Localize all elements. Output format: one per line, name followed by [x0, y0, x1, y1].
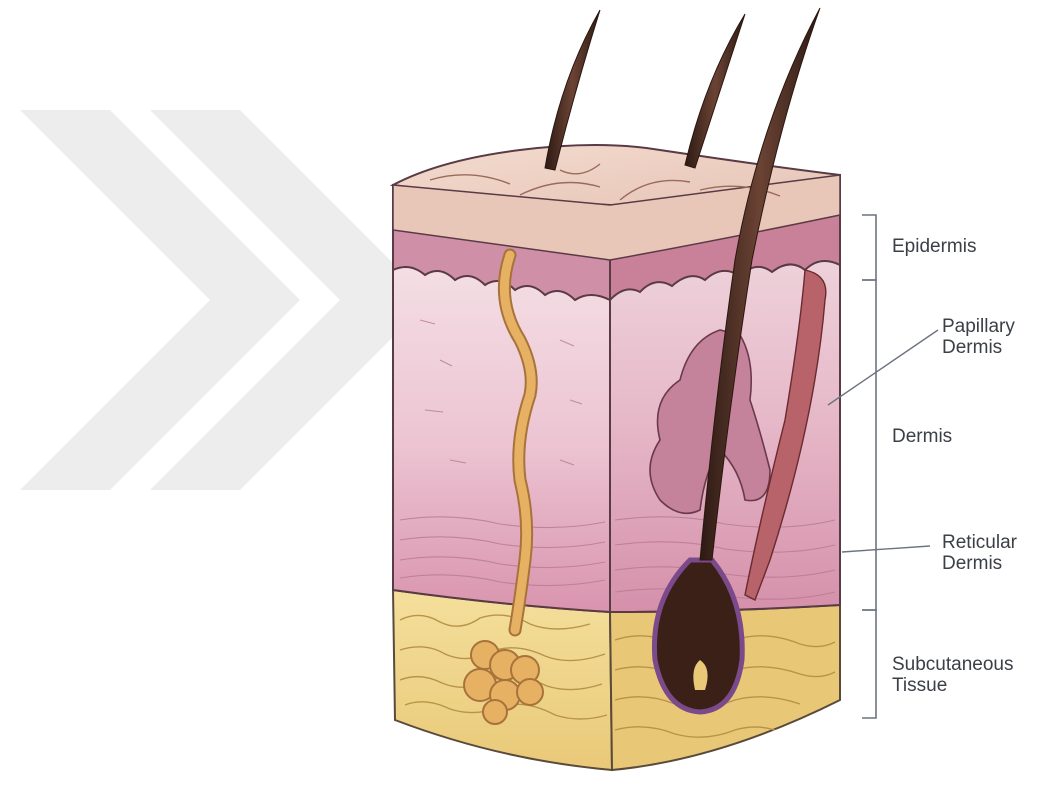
label-dermis-text: Dermis	[892, 426, 952, 447]
label-epidermis-text: Epidermis	[892, 236, 976, 257]
label-epidermis: Epidermis	[892, 236, 976, 257]
label-reticular-dermis-line2: Dermis	[942, 553, 1017, 574]
label-papillary-dermis: Papillary Dermis	[942, 316, 1015, 358]
label-subcutaneous-tissue-line2: Tissue	[892, 675, 1014, 696]
reticular-leader-line	[842, 546, 930, 552]
label-dermis: Dermis	[892, 426, 952, 447]
label-reticular-dermis: Reticular Dermis	[942, 532, 1017, 574]
label-papillary-dermis-line2: Dermis	[942, 337, 1015, 358]
label-subcutaneous-tissue-line1: Subcutaneous	[892, 654, 1014, 675]
label-reticular-dermis-line1: Reticular	[942, 532, 1017, 553]
papillary-leader-line	[828, 330, 938, 405]
subcutaneous-bracket	[862, 610, 876, 718]
subcutaneous-tissue-block	[393, 590, 840, 770]
label-subcutaneous-tissue: Subcutaneous Tissue	[892, 654, 1014, 696]
epidermis-bracket	[862, 215, 876, 280]
layer-brackets	[862, 215, 876, 718]
dermis-bracket	[862, 280, 876, 610]
label-papillary-dermis-line1: Papillary	[942, 316, 1015, 337]
watermark-chevron-icon	[20, 110, 430, 490]
